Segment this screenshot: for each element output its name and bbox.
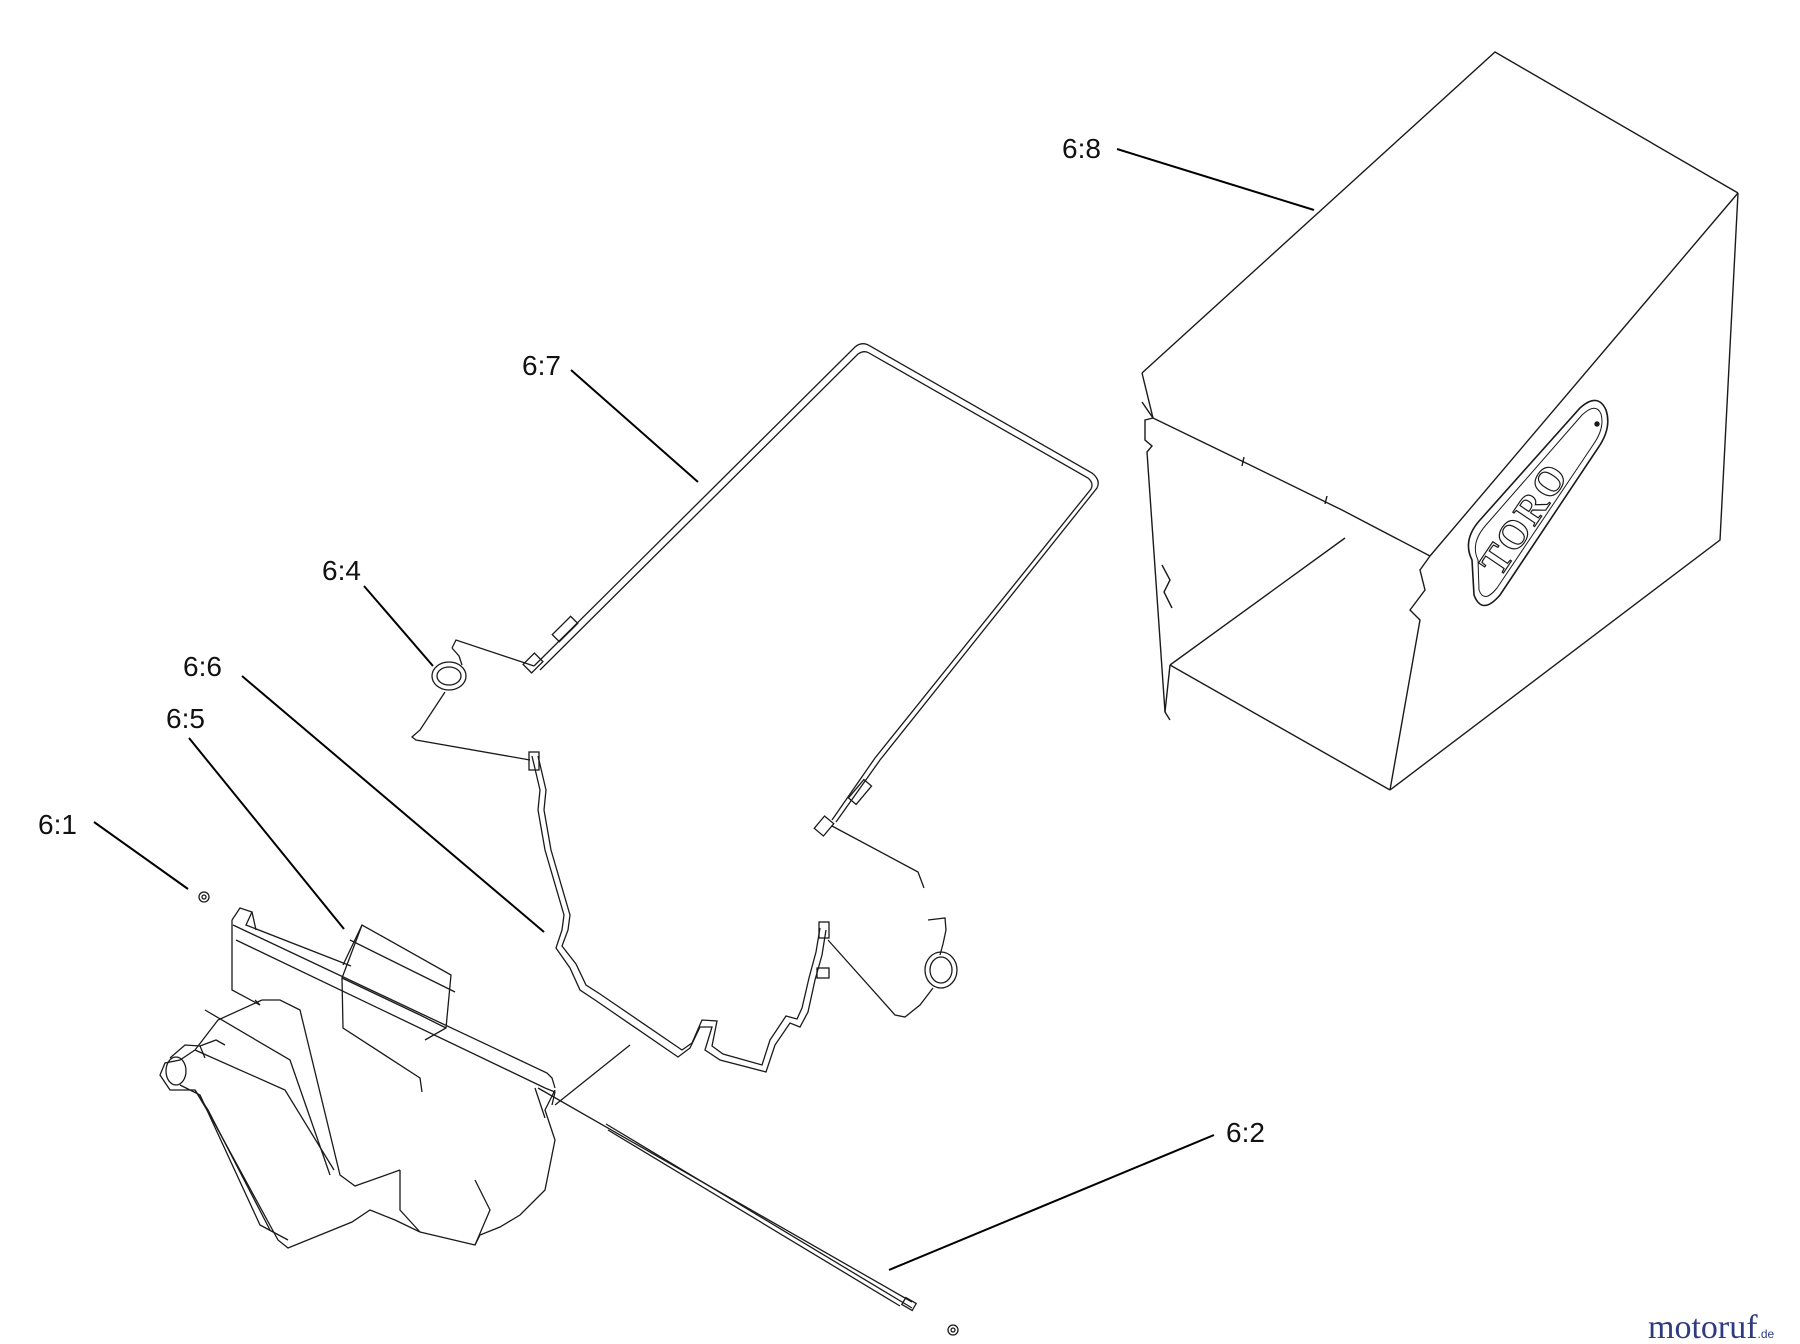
leader-6-8 [1116, 148, 1315, 211]
callout-6-1: 6:1 [38, 809, 77, 840]
leader-6-7 [570, 369, 699, 483]
leader-6-4 [363, 585, 434, 667]
grass-bag-6-8[interactable]: TORO [1142, 52, 1738, 790]
callout-6-4: 6:4 [322, 555, 361, 586]
leader-6-6 [241, 675, 545, 933]
spring-6-4-left[interactable] [412, 640, 534, 760]
leader-6-1 [93, 821, 189, 890]
watermark-text: motoruf.de [1648, 1309, 1775, 1344]
spring-6-4-right[interactable] [828, 826, 957, 1017]
leader-6-5 [188, 737, 345, 930]
hinge-rod-6-2[interactable] [538, 1088, 918, 1312]
leader-6-2 [888, 1134, 1215, 1271]
nut-6-1[interactable] [199, 892, 209, 902]
callout-6-6: 6:6 [183, 651, 222, 682]
watermark-tld: .de [1758, 1327, 1775, 1341]
toro-logo-text: TORO [1470, 454, 1577, 583]
bag-support-wire-6-6[interactable] [528, 751, 830, 1072]
watermark: motoruf.de [1648, 1309, 1775, 1344]
rear-deflector-6-5[interactable] [160, 908, 640, 1248]
callout-labels: 6:8 6:7 6:4 6:6 6:5 6:1 6:2 [38, 133, 1265, 1148]
watermark-main: motoruf [1648, 1309, 1758, 1344]
toro-logo-plaque: TORO [1468, 400, 1607, 605]
callout-6-2: 6:2 [1226, 1117, 1265, 1148]
callout-6-5: 6:5 [166, 703, 205, 734]
leader-lines [93, 148, 1315, 1271]
callout-6-8: 6:8 [1062, 133, 1101, 164]
callout-6-7: 6:7 [522, 350, 561, 381]
nut-6-2-end[interactable] [948, 1325, 958, 1335]
bag-frame-6-7[interactable] [522, 344, 1098, 837]
